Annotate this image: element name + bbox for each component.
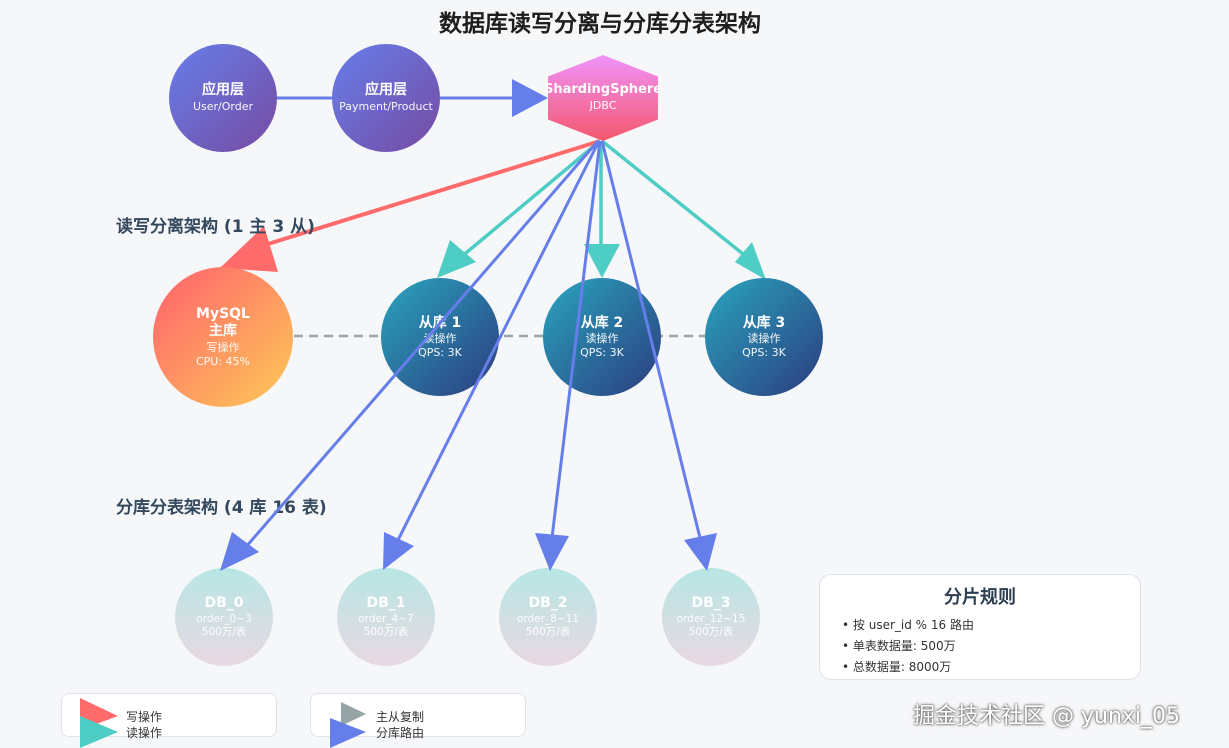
slave-db-node-3[interactable]: 从库 3 读操作 QPS: 3K	[705, 278, 823, 396]
app-node-subtitle: Payment/Product	[339, 99, 433, 113]
read-arrow-1	[437, 240, 476, 278]
master-operation: 写操作	[206, 340, 240, 354]
legend-replication-label: 主从复制	[376, 710, 425, 724]
sharding-rules-list: • 按 user_id % 16 路由 • 单表数据量: 500万 • 总数据量…	[842, 615, 1140, 678]
slave-qps: QPS: 3K	[742, 345, 786, 359]
legend-routing-label: 分库路由	[376, 726, 425, 740]
shard-db-size: 500万/表	[688, 625, 734, 638]
app-node-payment-product[interactable]: 应用层 Payment/Product	[332, 44, 440, 152]
legend-write-label: 写操作	[126, 710, 163, 724]
shard-db-node-1[interactable]: DB_1 order_4~7 500万/表	[337, 568, 435, 666]
shard-db-size: 500万/表	[201, 625, 247, 638]
read-line-3	[600, 139, 750, 260]
slave-db-node-1[interactable]: 从库 1 读操作 QPS: 3K	[381, 278, 499, 396]
read-arrow-2	[584, 244, 620, 278]
slave-title: 从库 1	[418, 314, 462, 331]
shard-db-title: DB_1	[366, 595, 406, 612]
master-cpu: CPU: 45%	[195, 354, 251, 368]
proxy-title: ShardingSphere	[543, 82, 663, 98]
sharding-rule-item: • 单表数据量: 500万	[842, 639, 956, 653]
watermark-text: 掘金技术社区 @ yunxi_05	[913, 704, 1181, 729]
slave-title: 从库 3	[742, 314, 786, 331]
slave-operation: 读操作	[585, 332, 619, 345]
read-arrow-3	[735, 242, 766, 280]
shardingsphere-node[interactable]: ShardingSphere JDBC	[544, 55, 662, 141]
slave-operation: 读操作	[423, 332, 457, 345]
sharding-rule-item: • 按 user_id % 16 路由	[842, 618, 974, 632]
slave-title: 从库 2	[580, 314, 624, 331]
shard-db-node-2[interactable]: DB_2 order_8~11 500万/表	[499, 568, 597, 666]
app-node-user-order[interactable]: 应用层 User/Order	[169, 44, 277, 152]
section-title-sharding: 分库分表架构 (4 库 16 表)	[116, 498, 327, 518]
sharding-rules-card: 分片规则 • 按 user_id % 16 路由 • 单表数据量: 500万 •…	[819, 574, 1141, 680]
master-db-node[interactable]: MySQL 主库 写操作 CPU: 45%	[153, 267, 293, 407]
slave-qps: QPS: 3K	[580, 345, 624, 359]
slave-operation: 读操作	[747, 332, 781, 345]
section-title-read-write: 读写分离架构 (1 主 3 从)	[116, 217, 315, 237]
app-node-subtitle: User/Order	[192, 99, 254, 113]
shard-db-tables: order_8~11	[516, 612, 580, 625]
shard-db-node-0[interactable]: DB_0 order_0~3 500万/表	[175, 568, 273, 666]
app-node-title: 应用层	[365, 82, 407, 99]
master-title-line2: 主库	[209, 323, 237, 340]
shard-db-title: DB_2	[528, 595, 568, 612]
diagram-title: 数据库读写分离与分库分表架构	[439, 11, 761, 37]
master-title-line1: MySQL	[196, 305, 250, 322]
app-to-proxy-arrow	[512, 79, 548, 117]
sharding-rule-item: • 总数据量: 8000万	[842, 660, 952, 674]
shard-db-title: DB_3	[691, 595, 731, 612]
sharding-rules-title: 分片规则	[944, 587, 1016, 608]
shard-db-tables: order_0~3	[196, 612, 252, 625]
shard-db-title: DB_0	[204, 595, 244, 612]
shard-db-tables: order_12~15	[676, 612, 746, 625]
shard-db-size: 500万/表	[525, 625, 571, 638]
shard-db-tables: order_4~7	[358, 612, 414, 625]
shard-db-size: 500万/表	[363, 625, 409, 638]
proxy-subtitle: JDBC	[589, 99, 617, 113]
app-node-title: 应用层	[202, 82, 244, 99]
read-line-1	[458, 139, 602, 260]
slave-db-node-2[interactable]: 从库 2 读操作 QPS: 3K	[543, 278, 661, 396]
shard-db-node-3[interactable]: DB_3 order_12~15 500万/表	[662, 568, 760, 666]
slave-qps: QPS: 3K	[418, 345, 462, 359]
legend-box-operations	[61, 693, 277, 737]
legend-read-label: 读操作	[126, 726, 163, 740]
